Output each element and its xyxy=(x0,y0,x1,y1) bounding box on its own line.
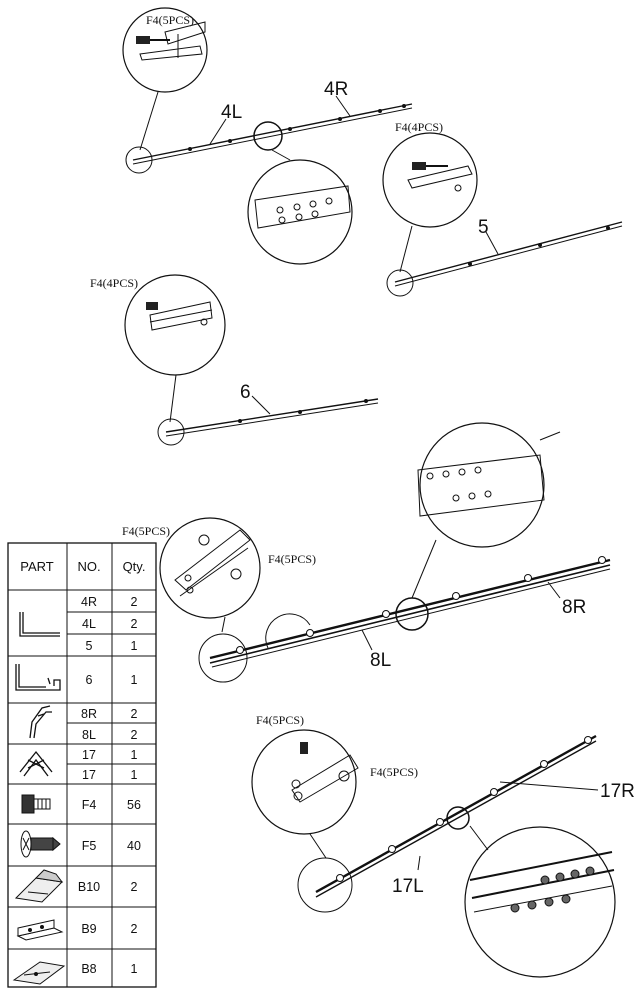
detail-bolt-icon xyxy=(136,21,206,61)
detail-channel-6 xyxy=(146,301,213,331)
table-row-qty: 2 xyxy=(131,595,138,609)
table-row-qty: 1 xyxy=(131,673,138,687)
rail-6 xyxy=(165,398,379,437)
table-row-no: F5 xyxy=(82,839,97,853)
detail-magnifier-5 xyxy=(382,132,478,228)
detail-hip-bracket-8 xyxy=(174,529,251,597)
label-4r: 4R xyxy=(324,79,348,100)
bracket-b10-icon xyxy=(14,869,64,903)
rail-17 xyxy=(315,734,597,898)
table-row-qty: 1 xyxy=(131,748,138,762)
diagram-rail-17: F4(5PCS) F4(5PCS) xyxy=(251,713,635,978)
detail-ref-circle-5 xyxy=(386,269,414,297)
table-row-no: 5 xyxy=(86,639,93,653)
table-row-no: 6 xyxy=(86,673,93,687)
callout-f4-4: F4(5PCS) xyxy=(146,13,194,27)
table-row-qty: 2 xyxy=(131,922,138,936)
callout-f4-17a: F4(5PCS) xyxy=(256,713,304,727)
rail-5 xyxy=(394,221,623,287)
detail-joint-plate-8 xyxy=(417,454,545,517)
table-row-no: B10 xyxy=(78,880,100,894)
table-row-qty: 1 xyxy=(131,768,138,782)
detail-ref-circle-8 xyxy=(198,633,248,683)
angle-rail-icon xyxy=(19,612,60,637)
label-4l: 4L xyxy=(221,102,242,123)
detail-ref-circle-4 xyxy=(125,146,153,174)
detail-joint-plate-17 xyxy=(469,851,615,913)
table-row-no: B8 xyxy=(81,962,96,976)
detail-ref-circle-17 xyxy=(297,857,353,913)
detail-magnifier-17-end xyxy=(251,729,357,835)
table-row-qty: 2 xyxy=(131,880,138,894)
callout-f4-5: F4(4PCS) xyxy=(395,120,443,134)
label-17r: 17R xyxy=(600,781,635,802)
callout-f4-8a: F4(5PCS) xyxy=(122,524,170,538)
detail-ref-circle-6 xyxy=(157,418,185,446)
detail-bolt-5 xyxy=(407,162,473,192)
screw-icon xyxy=(20,830,61,858)
table-row-qty: 2 xyxy=(131,728,138,742)
table-row-qty: 40 xyxy=(127,839,141,853)
label-8r: 8R xyxy=(562,597,586,618)
bracket-b8-icon xyxy=(12,961,66,985)
label-5: 5 xyxy=(478,217,489,238)
detail-ridge-bracket-17 xyxy=(291,742,359,803)
label-6: 6 xyxy=(240,382,251,403)
diagram-rail-8: F4(5PCS) F4(5PCS) 8L 8R xyxy=(122,422,611,683)
table-row-qty: 2 xyxy=(131,707,138,721)
bracket-b9-icon xyxy=(16,919,64,941)
table-row-no: 4R xyxy=(81,595,97,609)
table-row-no: F4 xyxy=(82,798,97,812)
table-row-no: B9 xyxy=(81,922,96,936)
diagram-rail-5: F4(4PCS) 5 xyxy=(382,120,623,297)
parts-table: PART NO. Qty. 4R 4L 5 6 8R 8L 17 17 F4 F… xyxy=(7,542,157,988)
detail-magnifier-4-end xyxy=(122,7,208,93)
ridge-connector-icon xyxy=(19,750,53,777)
table-header-part: PART xyxy=(20,559,54,574)
rail-4 xyxy=(132,103,413,165)
table-row-no: 8L xyxy=(82,728,96,742)
detail-magnifier-6 xyxy=(124,274,226,376)
table-row-qty: 1 xyxy=(131,639,138,653)
table-row-no: 17 xyxy=(82,768,96,782)
detail-magnifier-8-joint xyxy=(419,422,545,548)
table-row-qty: 2 xyxy=(131,617,138,631)
detail-joint-circle-17 xyxy=(446,806,470,830)
detail-magnifier-8-end xyxy=(159,517,261,619)
detail-magnifier-17-joint xyxy=(464,826,616,978)
detail-joint-circle-8 xyxy=(395,597,429,631)
callout-f4-6: F4(4PCS) xyxy=(90,276,138,290)
table-row-no: 8R xyxy=(81,707,97,721)
table-header-qty: Qty. xyxy=(123,559,146,574)
label-8l: 8L xyxy=(370,650,391,671)
label-17l: 17L xyxy=(392,876,424,897)
detail-magnifier-4-joint xyxy=(247,159,353,265)
callout-f4-8b: F4(5PCS) xyxy=(268,552,316,566)
table-row-no: 4L xyxy=(82,617,96,631)
detail-arc-8 xyxy=(265,613,311,649)
bolt-icon xyxy=(21,794,51,814)
table-row-no: 17 xyxy=(82,748,96,762)
detail-joint-plate xyxy=(254,185,351,229)
callout-f4-17b: F4(5PCS) xyxy=(370,765,418,779)
table-header-no: NO. xyxy=(77,559,100,574)
table-row-qty: 1 xyxy=(131,962,138,976)
diagram-rail-6: F4(4PCS) 6 xyxy=(90,274,379,446)
diagram-rail-4: F4(5PCS) 4L 4R xyxy=(122,7,413,265)
channel-rail-icon xyxy=(15,664,61,691)
table-row-qty: 56 xyxy=(127,798,141,812)
detail-joint-circle-4 xyxy=(253,121,283,151)
rail-8 xyxy=(209,556,611,668)
hip-rail-icon xyxy=(29,705,52,739)
